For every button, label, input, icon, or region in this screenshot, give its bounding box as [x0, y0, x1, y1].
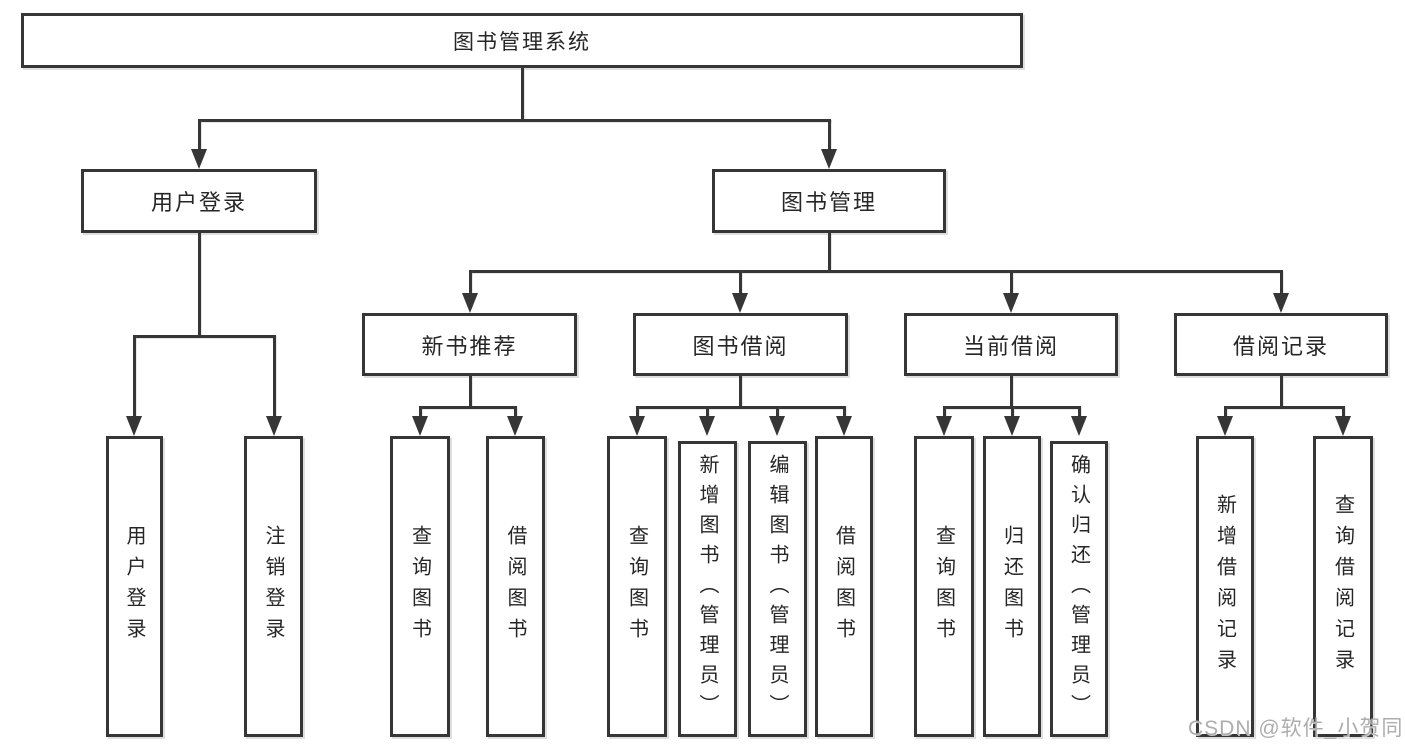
leaf-current-confirm-return-admin: 确认归还（管理员）: [1050, 441, 1108, 737]
leaf-borrowing-query-books: 查询图书: [607, 436, 667, 737]
arrow-down-icon: [1273, 293, 1289, 313]
node-borrowing-records: 借阅记录: [1174, 313, 1388, 376]
leaf-records-query-record: 查询借阅记录: [1313, 436, 1373, 737]
leaf-current-return-books: 归还图书: [983, 436, 1041, 737]
leaf-logout: 注销登录: [244, 436, 303, 737]
connector-line: [198, 233, 201, 337]
node-book-management: 图书管理: [712, 169, 946, 233]
arrow-down-icon: [732, 293, 748, 313]
arrow-down-icon: [821, 149, 837, 169]
leaf-recommend-borrow-books: 借阅图书: [486, 436, 545, 737]
connector-line: [843, 406, 846, 419]
arrow-down-icon: [191, 149, 207, 169]
leaf-records-add-record: 新增借阅记录: [1196, 436, 1254, 737]
leaf-borrowing-borrow-books: 借阅图书: [815, 436, 873, 737]
arrow-down-icon: [936, 416, 952, 436]
connector-line: [521, 68, 524, 121]
node-new-book-recommend: 新书推荐: [362, 313, 577, 376]
arrow-down-icon: [1071, 416, 1087, 436]
connector-line: [198, 119, 831, 122]
arrow-down-icon: [836, 416, 852, 436]
connector-line: [419, 406, 422, 419]
leaf-user-login: 用户登录: [106, 436, 163, 737]
connector-line: [1011, 406, 1014, 419]
leaf-borrowing-edit-books-admin: 编辑图书（管理员）: [748, 441, 807, 737]
connector-line: [1010, 376, 1013, 408]
arrow-down-icon: [462, 293, 478, 313]
connector-line: [198, 119, 201, 152]
connector-line: [1224, 406, 1227, 419]
arrow-down-icon: [266, 416, 282, 436]
connector-line: [419, 406, 516, 409]
connector-line: [739, 270, 742, 296]
arrow-down-icon: [1217, 416, 1233, 436]
arrow-down-icon: [699, 416, 715, 436]
arrow-down-icon: [507, 416, 523, 436]
connector-line: [636, 406, 845, 409]
connector-line: [636, 406, 639, 419]
leaf-borrowing-add-books-admin: 新增图书（管理员）: [678, 441, 737, 737]
node-current-borrowing: 当前借阅: [904, 313, 1118, 376]
connector-line: [1280, 376, 1283, 408]
connector-line: [706, 406, 709, 419]
arrow-down-icon: [1003, 293, 1019, 313]
leaf-current-query-books: 查询图书: [914, 436, 974, 737]
connector-line: [828, 233, 831, 272]
watermark: CSDN @软件_小贺同学: [1188, 717, 1404, 740]
leaf-recommend-query-books: 查询图书: [390, 436, 450, 737]
node-book-borrowing: 图书借阅: [633, 313, 848, 376]
connector-line: [739, 376, 742, 408]
connector-line: [1078, 406, 1081, 419]
connector-line: [776, 406, 779, 419]
connector-line: [133, 335, 136, 419]
connector-line: [133, 335, 275, 338]
arrow-down-icon: [412, 416, 428, 436]
connector-line: [1224, 406, 1344, 409]
connector-line: [1010, 270, 1013, 296]
connector-line: [1342, 406, 1345, 419]
arrow-down-icon: [1335, 416, 1351, 436]
node-user-login: 用户登录: [81, 169, 317, 233]
connector-line: [273, 335, 276, 419]
arrow-down-icon: [1004, 416, 1020, 436]
arrow-down-icon: [629, 416, 645, 436]
connector-line: [469, 270, 1282, 273]
connector-line: [469, 376, 472, 408]
connector-line: [469, 270, 472, 296]
node-library-management-system: 图书管理系统: [21, 13, 1023, 68]
connector-line: [943, 406, 946, 419]
connector-line: [828, 119, 831, 152]
connector-line: [514, 406, 517, 419]
arrow-down-icon: [769, 416, 785, 436]
connector-line: [1280, 270, 1283, 296]
arrow-down-icon: [126, 416, 142, 436]
